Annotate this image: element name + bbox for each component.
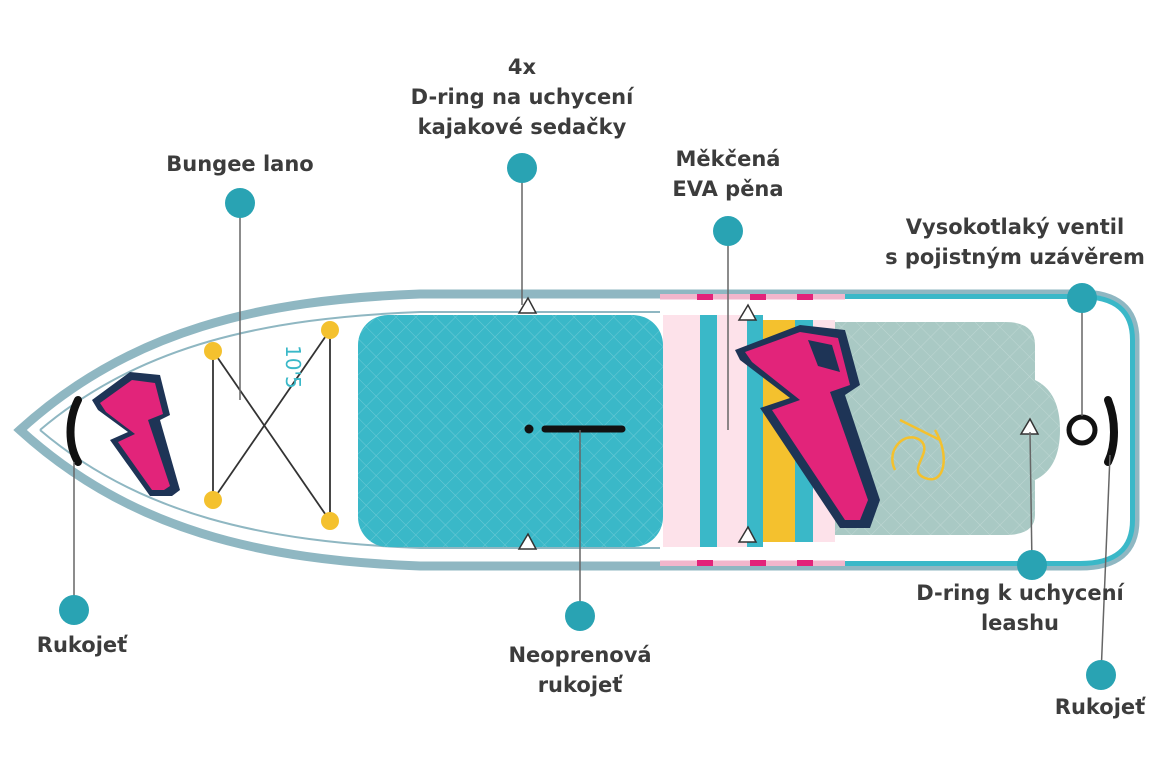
callout-marker <box>225 188 255 218</box>
bungee-anchor <box>321 512 339 530</box>
label-line: s pojistným uzávěrem <box>885 245 1145 269</box>
label-line: Měkčená <box>675 147 781 171</box>
rail-pink-mark <box>797 294 813 300</box>
leader-line <box>1100 454 1111 676</box>
label-line: D-ring k uchycení <box>916 581 1124 605</box>
f2-logo-icon <box>735 325 880 528</box>
callout-marker <box>507 153 537 183</box>
bungee-anchor <box>321 321 339 339</box>
label-eva: Měkčená EVA pěna <box>628 144 828 204</box>
deck-pad-texture <box>358 315 663 547</box>
eva-stripe <box>700 315 717 547</box>
callout-marker <box>1017 550 1047 580</box>
label-neoprene: Neoprenová rukojeť <box>470 640 690 700</box>
label-line: D-ring na uchycení <box>410 85 634 109</box>
rail-pink-mark <box>797 560 813 566</box>
rail-pink-mark <box>750 560 766 566</box>
label-line: kajakové sedačky <box>417 115 627 139</box>
rail-teal-top <box>845 294 1135 566</box>
callout-marker <box>59 595 89 625</box>
label-line: 4x <box>507 55 537 79</box>
callout-marker <box>565 601 595 631</box>
callout-marker <box>713 216 743 246</box>
label-line: EVA pěna <box>672 177 784 201</box>
bungee-lines <box>212 329 331 522</box>
label-line: Rukojeť <box>1054 695 1146 719</box>
label-line: Vysokotlaký ventil <box>905 215 1125 239</box>
nose-handle <box>66 396 82 466</box>
callout-marker <box>1067 283 1097 313</box>
label-line: rukojeť <box>537 673 623 697</box>
callout-leaders <box>59 153 1116 690</box>
rail-pink-mark <box>750 294 766 300</box>
bungee-anchor <box>204 491 222 509</box>
neoprene-handle-plug <box>524 424 534 434</box>
callout-marker <box>1086 660 1116 690</box>
label-dring-leash: D-ring k uchycení leashu <box>890 578 1150 638</box>
size-mark: 10'5 <box>281 345 305 389</box>
bungee-anchor <box>204 342 222 360</box>
label-bungee: Bungee lano <box>140 149 340 179</box>
f2-nose-logo-icon <box>92 372 180 496</box>
label-dring-seat: 4x D-ring na uchycení kajakové sedačky <box>372 52 672 142</box>
label-line: Neoprenová <box>508 643 652 667</box>
signature-mark <box>891 418 945 481</box>
eva-stripe <box>663 315 700 547</box>
label-line: leashu <box>980 611 1059 635</box>
rail-pink-mark <box>697 294 713 300</box>
label-line: Bungee lano <box>166 152 314 176</box>
label-valve: Vysokotlaký ventil s pojistným uzávěrem <box>880 212 1150 272</box>
tail-pad-texture <box>835 322 1060 535</box>
valve <box>1066 414 1098 446</box>
leader-line <box>1029 431 1033 566</box>
label-handle-nose: Rukojeť <box>12 630 152 660</box>
label-handle-tail: Rukojeť <box>1030 692 1150 722</box>
d-ring-icon <box>517 296 1040 550</box>
board-inner-line <box>39 311 660 549</box>
rail-pink-mark <box>697 560 713 566</box>
board-body: 10'5 <box>13 289 1140 571</box>
label-line: Rukojeť <box>36 633 128 657</box>
